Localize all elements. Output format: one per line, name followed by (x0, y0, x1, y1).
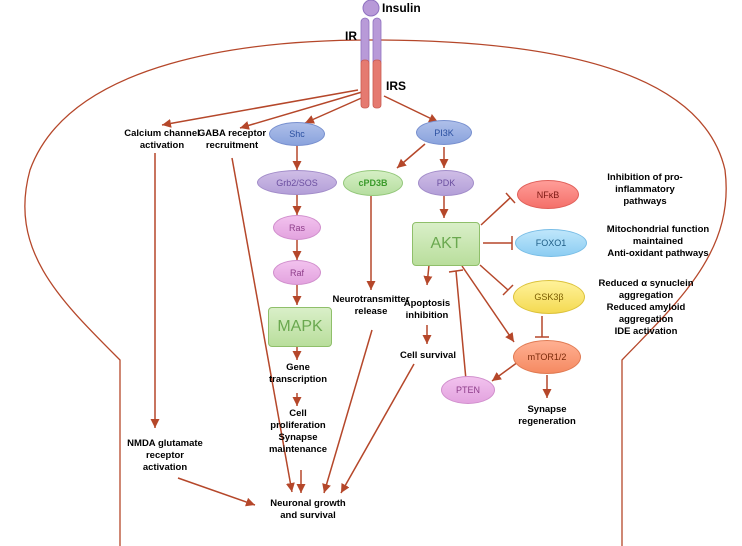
arrow-akt-mtor (461, 265, 515, 343)
cell-proliferation-label: Cell proliferation Synapse maintenance (268, 408, 328, 455)
cell-survival-label: Cell survival (400, 350, 456, 361)
mitochondrial-label: Mitochondrial function maintained Anti-o… (606, 224, 710, 259)
mtor-node: mTOR1/2 (513, 340, 581, 374)
raf-node: Raf (273, 260, 321, 285)
synapse-regeneration-label: Synapse regeneration (518, 404, 576, 427)
synuclein-label: Reduced α synuclein aggregation Reduced … (598, 278, 694, 337)
pi3k-node: PI3K (416, 120, 472, 145)
gaba-receptor-label: GABA receptor recruitment (197, 128, 267, 151)
ras-node: Ras (273, 215, 321, 240)
gene-transcription-label: Gene transcription (268, 362, 328, 385)
irs-label: IRS (386, 79, 407, 93)
arrow-survival-neuronal (340, 363, 415, 494)
foxo1-node: FOXO1 (515, 229, 587, 257)
arrow-ir-calcium (161, 89, 359, 128)
arrow-akt-apoptosis (423, 264, 433, 286)
shc-node: Shc (269, 122, 325, 146)
neurotransmitter-label: Neurotransmitter release (332, 294, 410, 317)
inhibition-label: Inhibition of pro- inflammatory pathways (607, 172, 683, 207)
arrow-ir-gaba (239, 91, 363, 130)
akt-node: AKT (412, 222, 480, 266)
inhibit-pten-akt (455, 270, 467, 381)
arrow-ir-shc (304, 95, 367, 124)
ir-label: IR (345, 29, 357, 43)
grb2-sos-node: Grb2/SOS (257, 170, 337, 195)
arrow-nmda-neuronal (177, 477, 256, 507)
calcium-channel-label: Calcium channel activation (124, 128, 200, 151)
arrow-pi3k-cpd3b (396, 143, 426, 169)
arrow-gaba-neuronal (231, 157, 295, 493)
mapk-node: MAPK (268, 307, 332, 347)
inhibit-akt-nfkb (480, 197, 511, 226)
apoptosis-label: Apoptosis inhibition (403, 298, 451, 321)
nmda-label: NMDA glutamate receptor activation (127, 438, 203, 473)
arrow-neurotransmitter-neuronal (322, 329, 373, 494)
neuronal-growth-label: Neuronal growth and survival (270, 498, 346, 521)
insulin-receptor (360, 0, 382, 109)
cell-membrane (24, 39, 727, 546)
insulin-label: Insulin (382, 1, 421, 15)
cpd3b-node: cPD3B (343, 170, 403, 196)
inhibit-akt-gsk3b (479, 264, 509, 291)
pten-node: PTEN (441, 376, 495, 404)
nfkb-node: NFκB (517, 180, 579, 209)
gsk3b-node: GSK3β (513, 280, 585, 314)
arrow-mtor-pten (491, 361, 519, 382)
pdk-node: PDK (418, 170, 474, 196)
arrow-ir-pi3k (383, 95, 439, 123)
